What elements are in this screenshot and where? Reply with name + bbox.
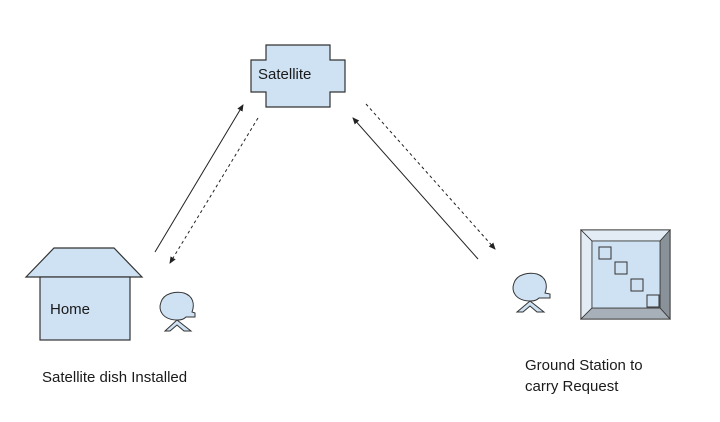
- house-roof: [24, 247, 144, 278]
- satellite-shape: [250, 44, 346, 108]
- bevel-right: [659, 228, 671, 321]
- home-node[interactable]: [24, 247, 144, 341]
- server-slot: [630, 278, 644, 292]
- ground-station-node[interactable]: [580, 228, 671, 321]
- house-body: [39, 276, 131, 341]
- ground-station-caption-line1: Ground Station to: [525, 357, 643, 374]
- bevel-left: [580, 229, 593, 320]
- server-slot: [646, 294, 660, 308]
- satellite-node[interactable]: [250, 44, 346, 108]
- ground-station-caption: Ground Station to carry Request: [525, 355, 643, 397]
- edge-satellite-to-ground: [365, 103, 496, 250]
- server-slot: [614, 261, 628, 275]
- bevel-bottom: [580, 307, 671, 320]
- bevel-top: [580, 229, 671, 242]
- ground-user-person-icon: [512, 272, 551, 313]
- edge-home-to-satellite: [154, 104, 244, 253]
- home-label: Home: [50, 301, 91, 318]
- satellite-label: Satellite: [258, 66, 312, 83]
- edge-satellite-to-home: [169, 117, 259, 264]
- home-caption: Satellite dish Installed: [42, 369, 188, 386]
- ground-station-caption-line2: carry Request: [525, 378, 619, 395]
- home-user-person-icon: [159, 291, 196, 332]
- edge-ground-to-satellite: [352, 117, 479, 260]
- server-slot: [598, 246, 612, 260]
